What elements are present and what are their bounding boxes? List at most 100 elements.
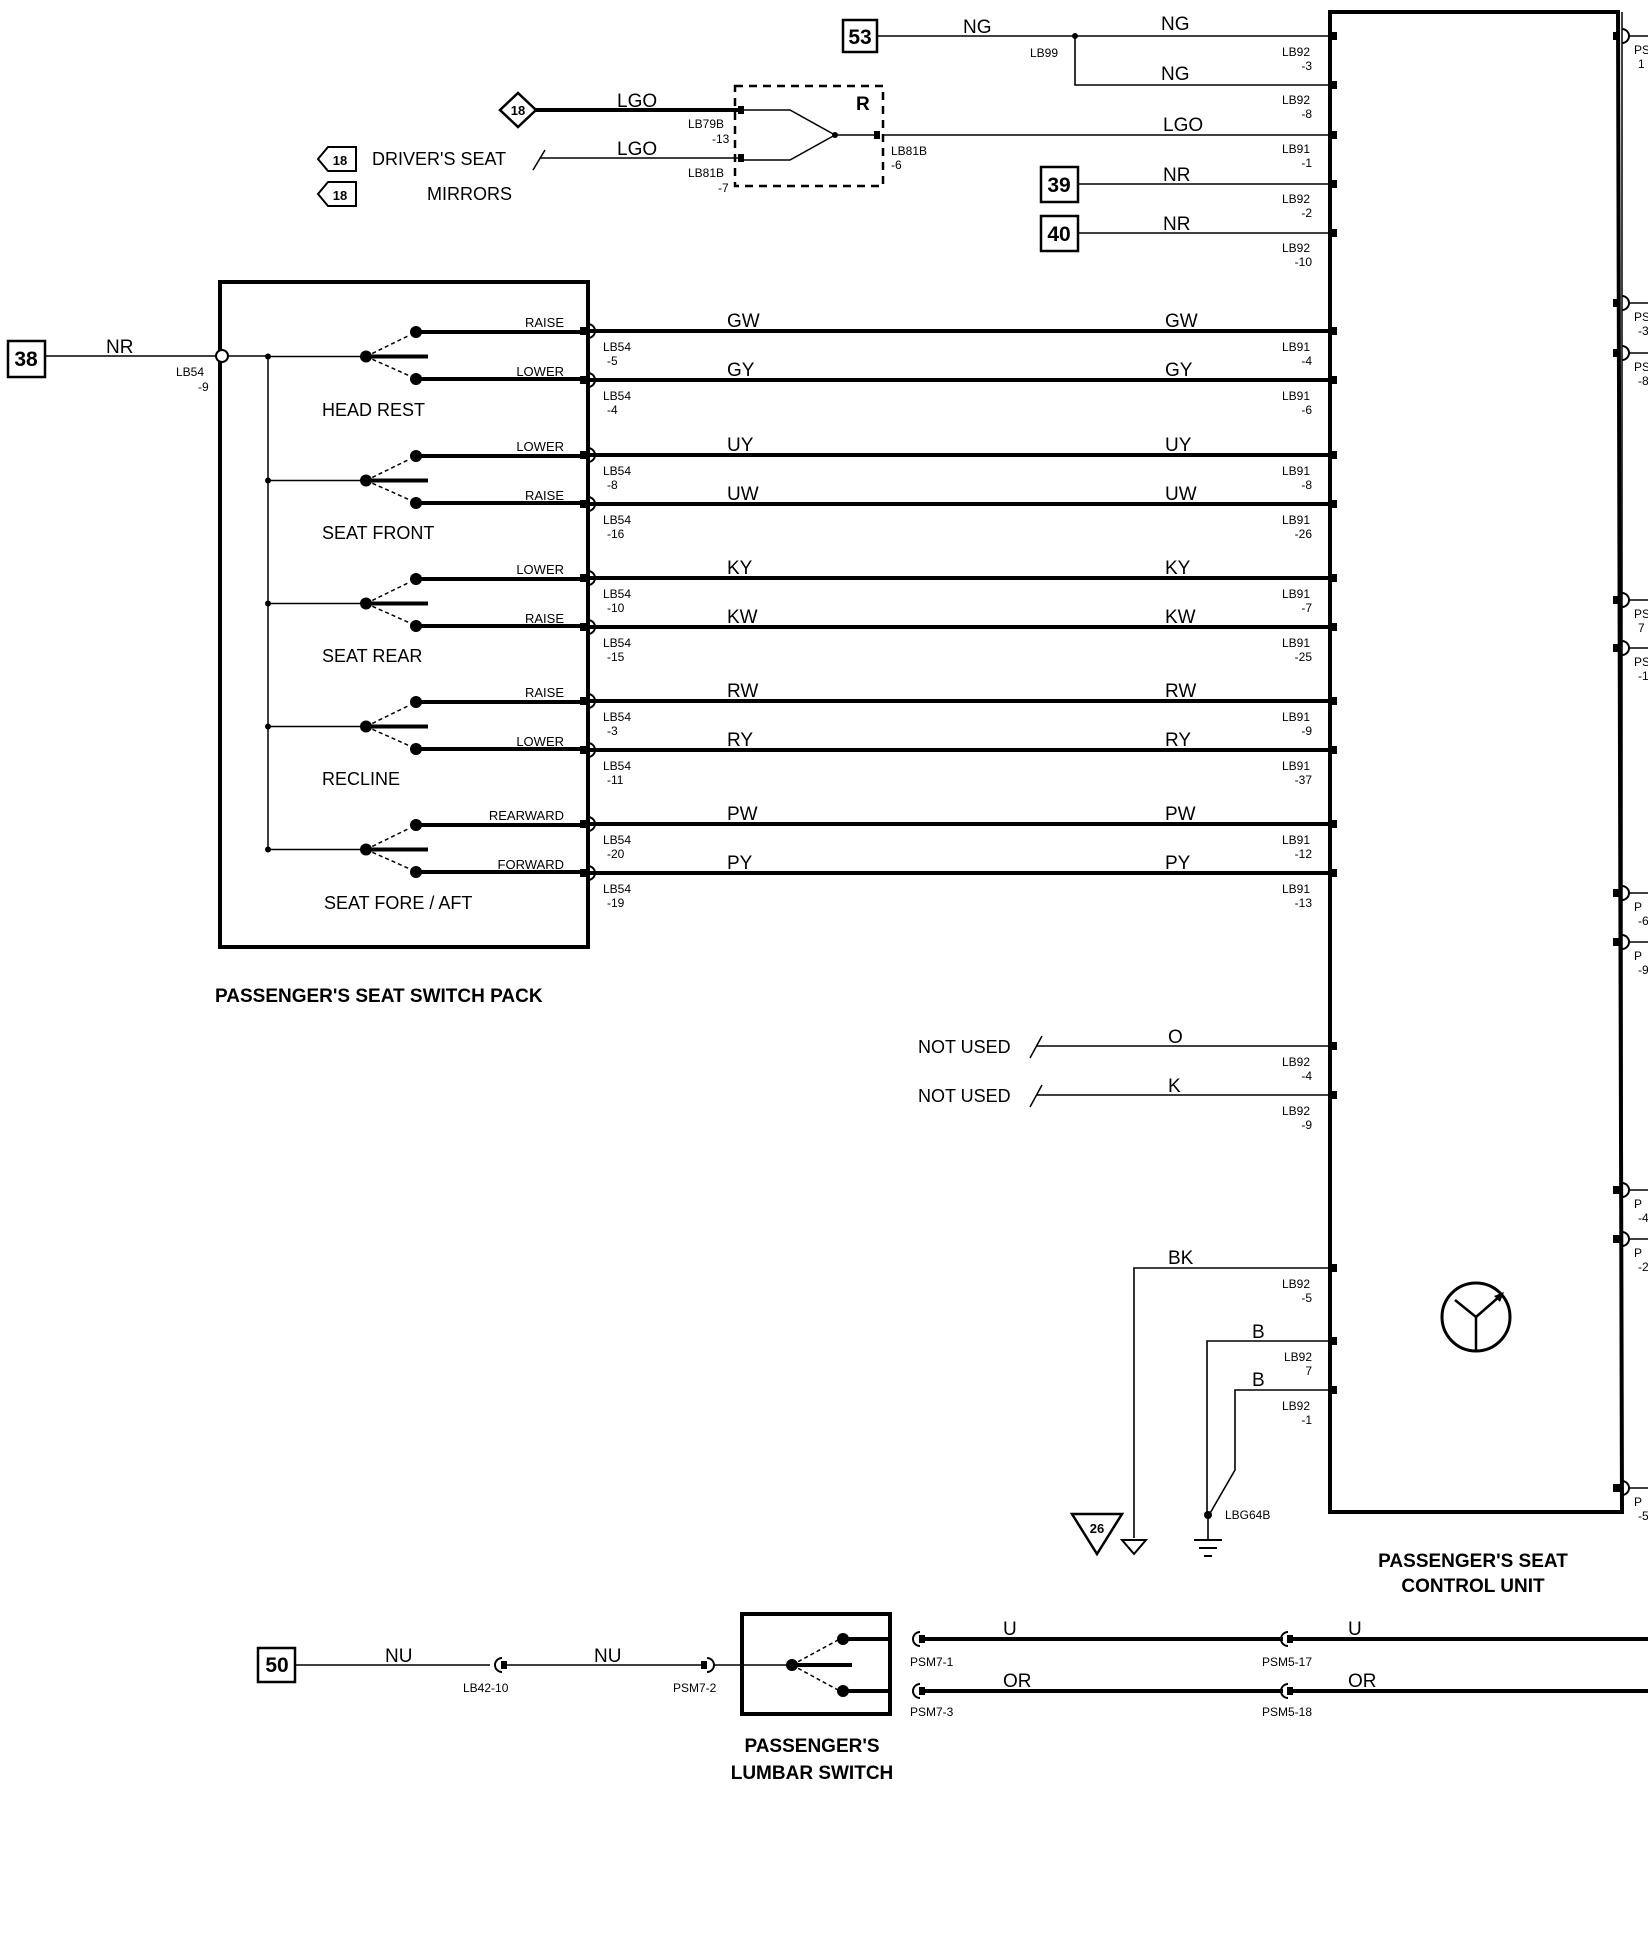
connector bbox=[1621, 934, 1630, 950]
wire-label-lgo: LGO bbox=[1163, 115, 1203, 136]
pin-label: -13 bbox=[1295, 896, 1313, 910]
switch-pack-caption: PASSENGER'S SEAT SWITCH PACK bbox=[215, 986, 543, 1007]
connector-psm5-18 bbox=[1280, 1683, 1293, 1699]
pin bbox=[1330, 1264, 1337, 1272]
pin bbox=[1330, 327, 1337, 335]
pin-label: -4 bbox=[1301, 1069, 1312, 1083]
pin-label-lb42: LB42-10 bbox=[463, 1681, 509, 1695]
pin bbox=[1330, 81, 1337, 89]
pin bbox=[1330, 1386, 1337, 1394]
connector bbox=[1621, 640, 1630, 656]
svg-text:18: 18 bbox=[511, 103, 525, 118]
pin bbox=[1330, 32, 1337, 40]
pin-label: PS bbox=[1634, 43, 1648, 57]
pin-label-psm5: PSM5-17 bbox=[1262, 1655, 1312, 1669]
control-unit-caption: CONTROL UNIT bbox=[1401, 1576, 1545, 1597]
switch-arm-dashed bbox=[365, 458, 411, 482]
switch-pack-feed bbox=[228, 355, 269, 850]
switch-arm-dashed bbox=[365, 334, 411, 358]
switch-position-label: RAISE bbox=[525, 685, 564, 700]
label-drivers-seat: DRIVER'S SEAT bbox=[372, 149, 506, 169]
switch-label: SEAT REAR bbox=[322, 646, 422, 666]
pin-label: P bbox=[1634, 1197, 1642, 1211]
wire-label: KY bbox=[727, 558, 753, 579]
wire-label: GW bbox=[727, 311, 760, 332]
pin bbox=[1613, 938, 1620, 946]
pin-label: -3 bbox=[607, 724, 618, 738]
pin bbox=[1613, 596, 1620, 604]
pin bbox=[1330, 574, 1337, 582]
pin bbox=[1330, 180, 1337, 188]
ref-diamond-18: 18 bbox=[498, 91, 538, 129]
svg-text:26: 26 bbox=[1090, 1521, 1104, 1536]
pin-label: -2 bbox=[1638, 1260, 1648, 1274]
pin bbox=[1330, 820, 1337, 828]
pin-label: -2 bbox=[1301, 206, 1312, 220]
pin-label: LB92 bbox=[1282, 45, 1310, 59]
wire-label: KW bbox=[727, 607, 758, 628]
connector bbox=[215, 349, 229, 363]
relay-contact bbox=[744, 109, 837, 161]
connector bbox=[587, 372, 596, 388]
wire-label: RY bbox=[727, 730, 753, 751]
ref-box-53: 53 bbox=[841, 18, 879, 54]
switch-arm-dashed bbox=[365, 355, 411, 377]
pin bbox=[580, 697, 587, 705]
pin bbox=[1330, 697, 1337, 705]
pin-label: -15 bbox=[607, 650, 625, 664]
switch-label: RECLINE bbox=[322, 769, 400, 789]
ecu-top-pins: LB92 -3 LB92 -8 LB91 -1 LB92 -2 LB92 -10 bbox=[1282, 32, 1337, 269]
switch-arm-dashed bbox=[365, 602, 411, 624]
wire-label: GY bbox=[1165, 360, 1193, 381]
wire-label: PW bbox=[1165, 804, 1196, 825]
pin-label-lb54: LB54 bbox=[176, 365, 204, 379]
label-mirrors: MIRRORS bbox=[427, 184, 512, 204]
pin bbox=[1613, 1235, 1620, 1243]
pin-label: 7 bbox=[1638, 621, 1645, 635]
pin-label: LB54 bbox=[603, 587, 631, 601]
pin bbox=[1613, 32, 1620, 40]
pin bbox=[1613, 1484, 1620, 1492]
wire-label: KW bbox=[1165, 607, 1196, 628]
connector-psm5-17 bbox=[1280, 1631, 1293, 1647]
switch-position-label: FORWARD bbox=[498, 857, 564, 872]
svg-text:53: 53 bbox=[848, 26, 871, 49]
switch-arm-dashed bbox=[365, 581, 411, 605]
wire-label-o: O bbox=[1168, 1027, 1183, 1048]
pin-label: LB91 bbox=[1282, 587, 1310, 601]
pin-label: LB54 bbox=[603, 464, 631, 478]
wire-label-or: OR bbox=[1348, 1671, 1377, 1692]
ref-tab-18: 18 bbox=[316, 146, 357, 172]
label-not-used: NOT USED bbox=[918, 1037, 1011, 1057]
pin-label: LB91 bbox=[1282, 513, 1310, 527]
switch-arm-dashed bbox=[365, 479, 411, 501]
pin-label: LB92 bbox=[1282, 1055, 1310, 1069]
no-connect-tick bbox=[1029, 1035, 1043, 1059]
pin-label-psm7: PSM7-2 bbox=[673, 1681, 717, 1695]
pin bbox=[580, 451, 587, 459]
connector bbox=[1621, 28, 1630, 44]
pin-label: LB54 bbox=[603, 636, 631, 650]
pin bbox=[580, 869, 587, 877]
pin-label: -9 bbox=[1301, 724, 1312, 738]
pin-label: -9 bbox=[1301, 1118, 1312, 1132]
pin bbox=[1330, 1091, 1337, 1099]
pin-label-lb99: LB99 bbox=[1030, 46, 1058, 60]
connector bbox=[587, 496, 596, 512]
wire-label: UY bbox=[1165, 435, 1192, 456]
switches: RAISELOWERLOWERRAISELOWERRAISERAISELOWER… bbox=[265, 315, 580, 913]
pin-label: LB91 bbox=[1282, 833, 1310, 847]
pin bbox=[580, 623, 587, 631]
pin-label: LB54 bbox=[603, 389, 631, 403]
wire-label-nu: NU bbox=[385, 1646, 412, 1667]
wire-label: PY bbox=[1165, 853, 1191, 874]
pin-label: P bbox=[1634, 1246, 1642, 1260]
connector bbox=[1621, 592, 1630, 608]
wire-bk bbox=[1133, 1267, 1330, 1538]
pin-label: LB54 bbox=[603, 833, 631, 847]
ref-box-50: 50 bbox=[256, 1646, 297, 1684]
wire-label: PY bbox=[727, 853, 753, 874]
pin bbox=[1613, 349, 1620, 357]
